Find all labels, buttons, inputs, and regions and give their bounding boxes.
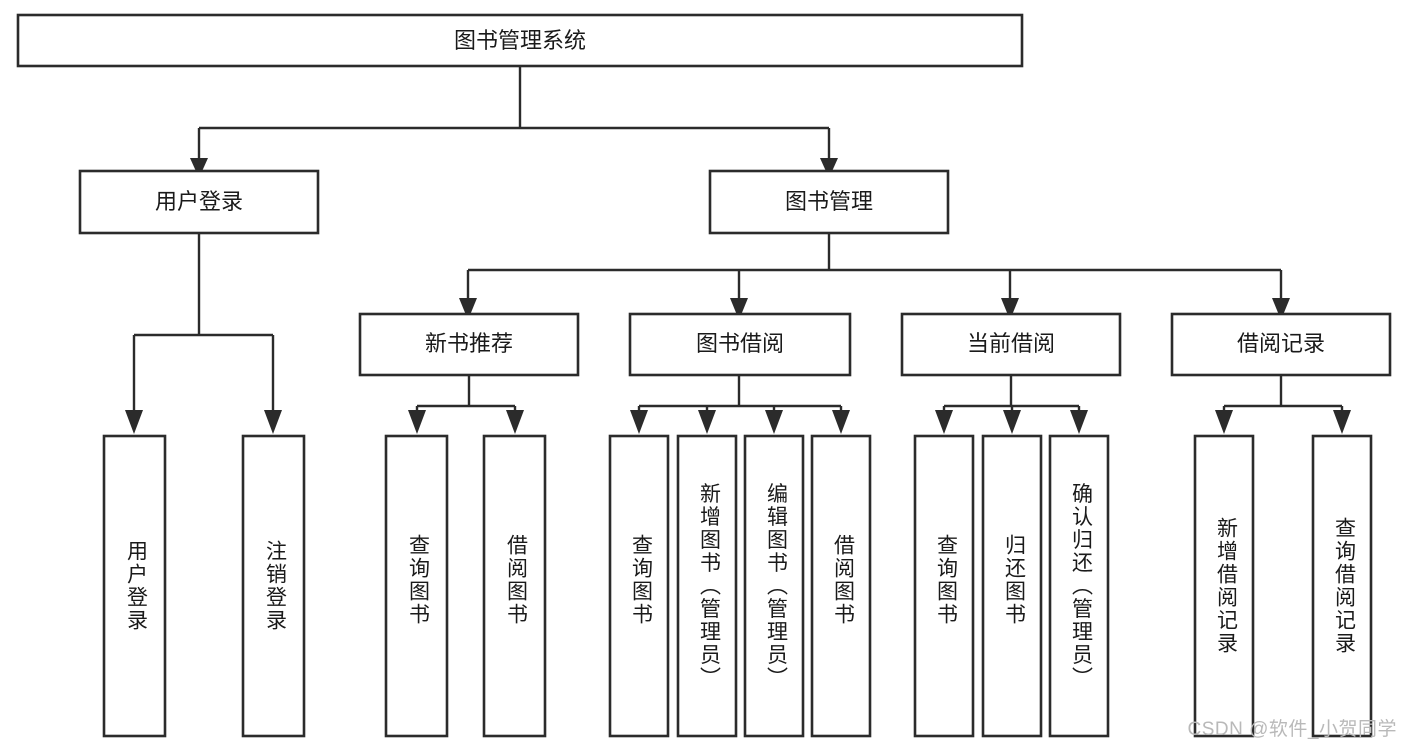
node-leaf-borrow-book-b-box[interactable] <box>810 434 872 738</box>
node-leaf-borrow-book-a-label: 借阅图书 <box>504 534 528 626</box>
arrowhead-leaf-add-book <box>698 410 716 434</box>
node-borrow-record-box[interactable] <box>1170 312 1392 377</box>
node-book-borrow[interactable]: 图书借阅 <box>628 312 852 377</box>
node-leaf-borrow-book-b[interactable]: 借阅图书 <box>810 434 872 738</box>
node-leaf-user-login[interactable]: 用户登录 <box>102 434 167 738</box>
node-leaf-user-login-label: 用户登录 <box>124 540 148 632</box>
node-leaf-query-book-a-label: 查询图书 <box>406 534 430 626</box>
arrowhead-user-login <box>190 158 208 178</box>
node-leaf-add-book[interactable]: 新增图书（管理员） <box>676 434 738 738</box>
arrowhead-leaf-edit-book <box>765 410 783 434</box>
node-leaf-edit-book-box[interactable] <box>743 434 805 738</box>
node-user-login[interactable]: 用户登录 <box>78 169 320 235</box>
node-leaf-logout-box[interactable] <box>241 434 306 738</box>
node-root[interactable]: 图书管理系统 <box>16 13 1024 68</box>
node-leaf-return-book-box[interactable] <box>981 434 1043 738</box>
node-leaf-add-book-box[interactable] <box>676 434 738 738</box>
node-leaf-add-record-label: 新增借阅记录 <box>1214 517 1238 655</box>
arrowhead-current-borrow <box>1001 298 1019 320</box>
node-leaf-borrow-book-b-label: 借阅图书 <box>831 534 855 626</box>
node-root-box[interactable] <box>16 13 1024 68</box>
node-leaf-query-book-c[interactable]: 查询图书 <box>913 434 975 738</box>
node-borrow-record[interactable]: 借阅记录 <box>1170 312 1392 377</box>
node-leaf-query-book-b-box[interactable] <box>608 434 670 738</box>
node-leaf-edit-book-label: 编辑图书（管理员） <box>764 483 788 690</box>
node-leaf-query-record[interactable]: 查询借阅记录 <box>1311 434 1373 738</box>
node-leaf-return-book-label: 归还图书 <box>1002 534 1026 626</box>
node-new-book-rec-box[interactable] <box>358 312 580 377</box>
node-leaf-query-book-a[interactable]: 查询图书 <box>384 434 449 738</box>
node-current-borrow-box[interactable] <box>900 312 1122 377</box>
node-leaf-confirm-return[interactable]: 确认归还（管理员） <box>1048 434 1110 738</box>
node-leaf-borrow-book-a-box[interactable] <box>482 434 547 738</box>
node-leaf-add-record[interactable]: 新增借阅记录 <box>1193 434 1255 738</box>
arrowhead-leaf-confirm-return <box>1070 410 1088 434</box>
node-book-borrow-box[interactable] <box>628 312 852 377</box>
node-leaf-query-record-box[interactable] <box>1311 434 1373 738</box>
node-book-borrow-label: 图书借阅 <box>696 331 784 356</box>
node-layer: 图书管理系统 用户登录 图书管理 新书推荐 图书借阅 当前 <box>16 13 1392 738</box>
node-new-book-rec-label: 新书推荐 <box>425 331 513 356</box>
arrowhead-leaf-logout <box>264 410 282 434</box>
node-leaf-query-book-c-label: 查询图书 <box>934 534 958 626</box>
node-user-login-label: 用户登录 <box>155 189 243 214</box>
arrowhead-new-book-rec <box>459 298 477 320</box>
node-leaf-add-book-label: 新增图书（管理员） <box>697 483 721 690</box>
arrowhead-leaf-query-book-a <box>408 410 426 434</box>
node-leaf-borrow-book-a[interactable]: 借阅图书 <box>482 434 547 738</box>
node-leaf-query-book-b-label: 查询图书 <box>629 534 653 626</box>
node-user-login-box[interactable] <box>78 169 320 235</box>
csdn-watermark: CSDN @软件_小贺同学 <box>1187 719 1397 740</box>
node-leaf-logout-label: 注销登录 <box>263 540 287 632</box>
arrowhead-leaf-borrow-book-a <box>506 410 524 434</box>
arrowhead-leaf-query-book-b <box>630 410 648 434</box>
arrowhead-leaf-query-record <box>1333 410 1351 434</box>
node-current-borrow[interactable]: 当前借阅 <box>900 312 1122 377</box>
arrowhead-leaf-borrow-book-b <box>832 410 850 434</box>
node-leaf-query-book-b[interactable]: 查询图书 <box>608 434 670 738</box>
node-book-manage-box[interactable] <box>708 169 950 235</box>
arrowhead-book-manage <box>820 158 838 178</box>
arrowhead-leaf-return-book <box>1003 410 1021 434</box>
node-leaf-query-book-c-box[interactable] <box>913 434 975 738</box>
node-leaf-query-book-a-box[interactable] <box>384 434 449 738</box>
arrowhead-leaf-user-login <box>125 410 143 434</box>
arrowhead-book-borrow <box>730 298 748 320</box>
node-borrow-record-label: 借阅记录 <box>1237 331 1325 356</box>
node-leaf-logout[interactable]: 注销登录 <box>241 434 306 738</box>
arrowhead-leaf-add-record <box>1215 410 1233 434</box>
node-book-manage[interactable]: 图书管理 <box>708 169 950 235</box>
node-leaf-return-book[interactable]: 归还图书 <box>981 434 1043 738</box>
node-leaf-confirm-return-box[interactable] <box>1048 434 1110 738</box>
node-leaf-user-login-box[interactable] <box>102 434 167 738</box>
edge-layer <box>125 66 1351 434</box>
node-current-borrow-label: 当前借阅 <box>967 331 1055 356</box>
arrowhead-leaf-query-book-c <box>935 410 953 434</box>
node-leaf-add-record-box[interactable] <box>1193 434 1255 738</box>
node-leaf-query-record-label: 查询借阅记录 <box>1332 517 1356 655</box>
node-leaf-confirm-return-label: 确认归还（管理员） <box>1069 483 1093 690</box>
node-new-book-rec[interactable]: 新书推荐 <box>358 312 580 377</box>
arrowhead-borrow-record <box>1272 298 1290 320</box>
node-leaf-edit-book[interactable]: 编辑图书（管理员） <box>743 434 805 738</box>
node-root-label: 图书管理系统 <box>454 28 586 53</box>
node-book-manage-label: 图书管理 <box>785 189 873 214</box>
